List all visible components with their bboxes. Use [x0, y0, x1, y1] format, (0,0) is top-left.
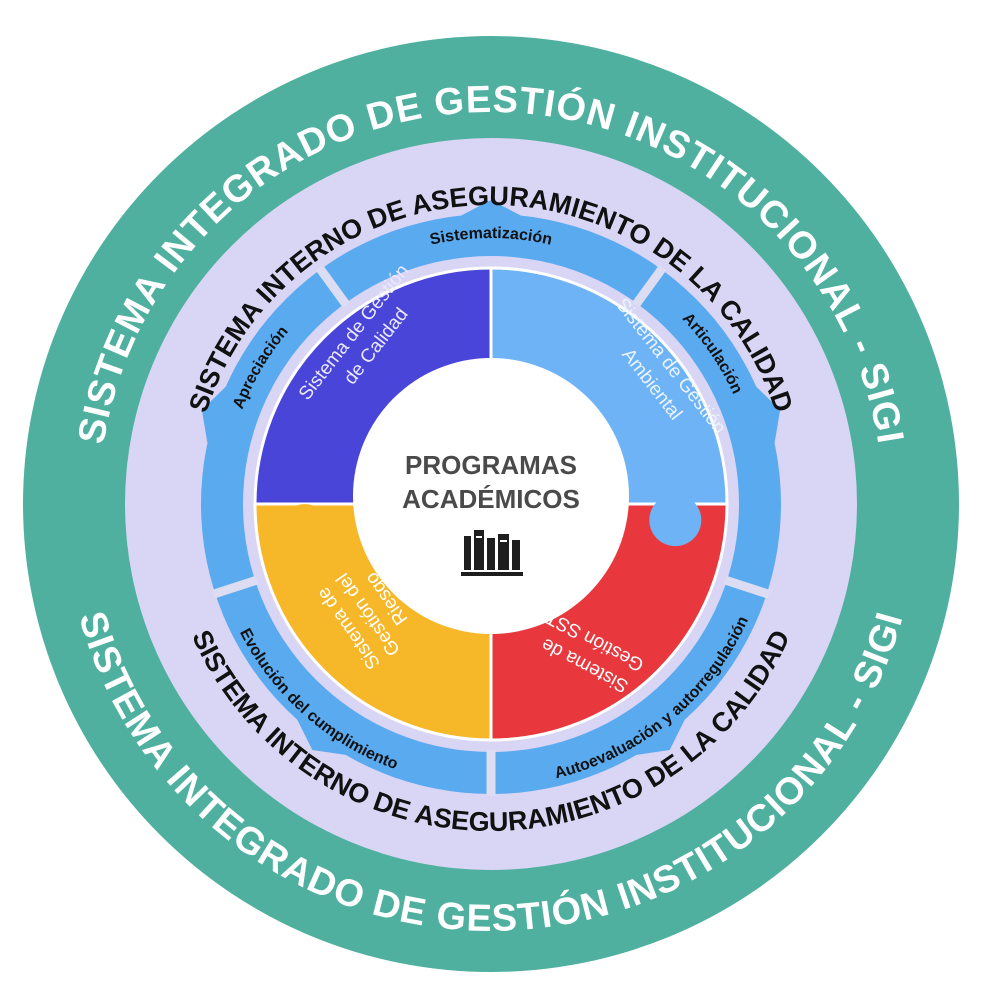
center-title-line2: ACADÉMICOS — [402, 484, 580, 514]
puzzle-knob — [649, 494, 702, 547]
puzzle-knob — [497, 661, 550, 714]
puzzle-knob — [425, 292, 478, 345]
puzzle-knob — [278, 504, 331, 557]
cycle-step-sistematizacion: Sistematización — [428, 225, 553, 249]
cycle-separator — [631, 265, 667, 308]
cycle-arrowhead — [292, 709, 357, 757]
cycle-arrowhead — [748, 378, 781, 455]
center-circle — [353, 358, 629, 634]
cycle-arrowhead — [451, 200, 531, 221]
cycle-separator — [723, 575, 771, 599]
cycle-arrowhead — [201, 378, 234, 455]
cycle-arrowhead — [625, 709, 690, 757]
center-title-line1: PROGRAMAS — [405, 450, 577, 480]
cycle-ring — [201, 200, 781, 794]
cycle-separator — [211, 575, 259, 599]
cycle-separator — [315, 265, 351, 308]
books-icon — [461, 530, 523, 576]
cycle-separators — [211, 265, 771, 796]
